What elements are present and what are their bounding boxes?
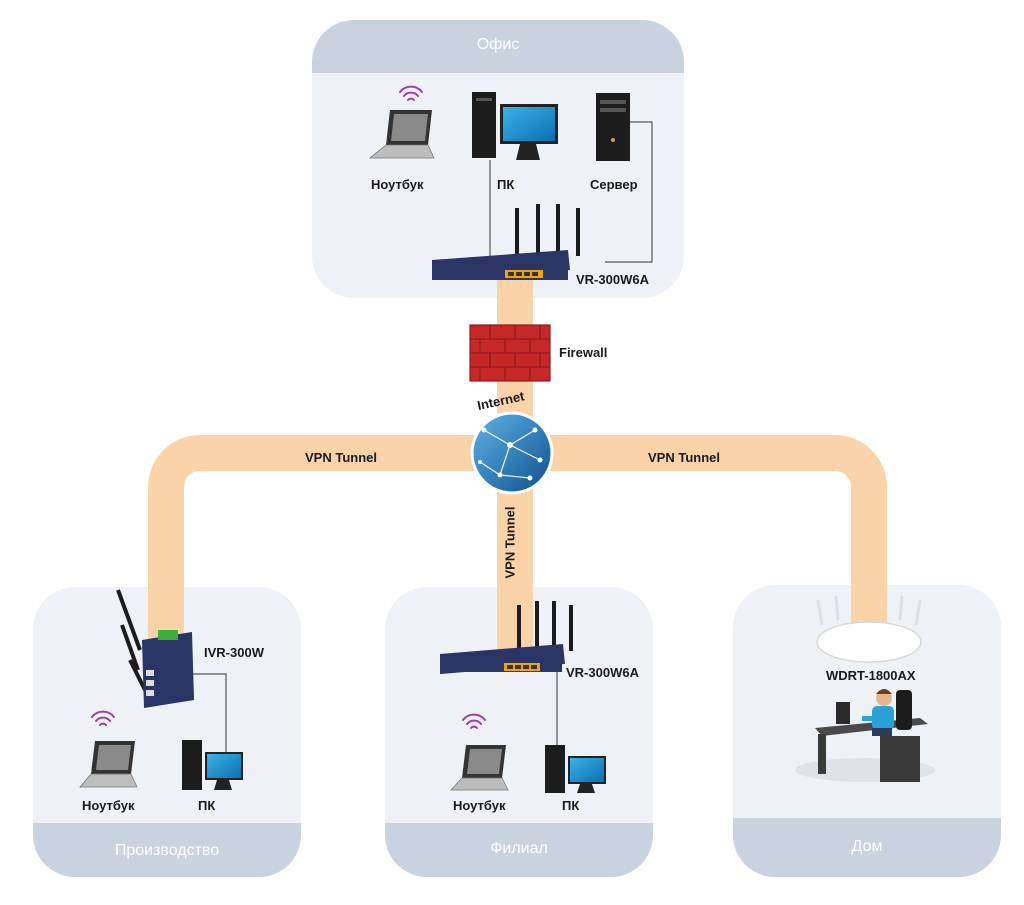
tunnel-label-down: VPN Tunnel — [502, 506, 518, 579]
laptop-icon — [79, 741, 138, 788]
wifi-icon — [462, 713, 486, 729]
laptop-icon — [450, 745, 509, 791]
production-laptop-label: Ноутбук — [82, 798, 135, 813]
branch-router-label: VR-300W6A — [566, 665, 639, 680]
office-server-label: Сервер — [590, 177, 638, 192]
pc-icon — [545, 745, 606, 793]
office-cables — [489, 121, 653, 263]
office-panel — [312, 20, 684, 298]
firewall-icon — [469, 324, 551, 382]
router-icon — [440, 601, 573, 674]
site-title-home: Дом — [851, 838, 883, 855]
router-icon — [432, 204, 580, 280]
wifi-icon — [91, 710, 115, 726]
pc-icon — [182, 740, 243, 790]
pc-icon — [472, 92, 558, 160]
tunnel-right — [515, 435, 887, 645]
site-title-office: Офис — [476, 36, 520, 53]
production-router-label: IVR-300W — [204, 645, 264, 660]
site-title-production: Производство — [114, 842, 220, 859]
server-icon — [596, 93, 630, 161]
wireless-router-icon — [816, 595, 922, 663]
internet-globe-icon — [470, 411, 554, 495]
home-router-label: WDRT-1800AX — [826, 668, 916, 683]
tunnel-label-left: VPN Tunnel — [305, 450, 377, 465]
production-panel — [33, 587, 301, 877]
branch-laptop-label: Ноутбук — [453, 798, 506, 813]
tunnel-label-right: VPN Tunnel — [648, 450, 720, 465]
office-pc-label: ПК — [497, 177, 515, 192]
wifi-icon — [399, 85, 423, 101]
office-laptop-label: Ноутбук — [371, 177, 424, 192]
production-pc-label: ПК — [198, 798, 216, 813]
industrial-router-icon — [116, 589, 194, 708]
tunnel-left — [148, 435, 515, 640]
firewall-label: Firewall — [559, 345, 608, 360]
laptop-icon — [368, 110, 435, 159]
office-router-label: VR-300W6A — [576, 272, 649, 287]
branch-pc-label: ПК — [562, 798, 580, 813]
site-title-branch: Филиал — [490, 840, 548, 857]
home-panel — [733, 585, 1001, 877]
home-office-person-icon — [795, 689, 935, 782]
